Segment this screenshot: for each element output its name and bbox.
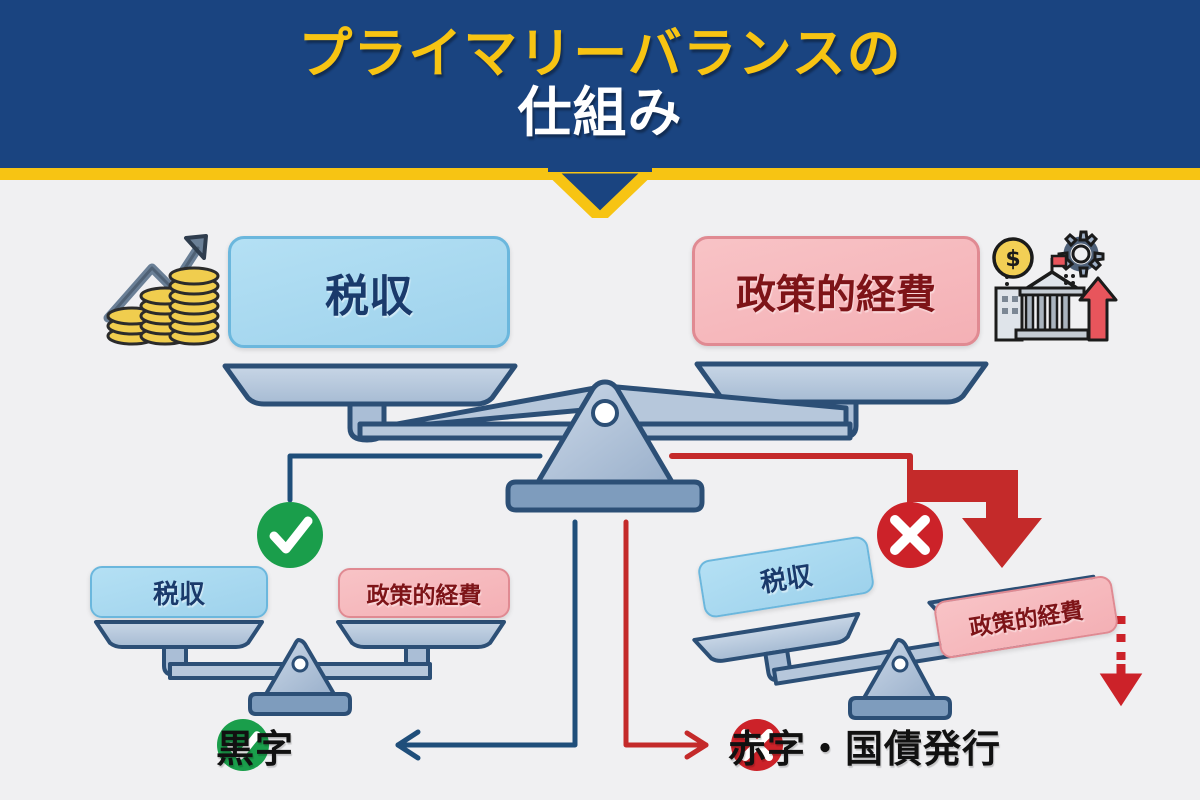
- left-branch-left-pan: [94, 620, 264, 649]
- result-deficit-label: 赤字・国債発行: [728, 727, 1002, 771]
- result-deficit: 赤字・国債発行: [728, 718, 1001, 773]
- result-surplus: 黒字: [216, 718, 294, 773]
- main-scale-base: [505, 479, 705, 513]
- connector-deficit-arrow: [623, 519, 709, 760]
- coin-stack-growth-icon: [103, 234, 220, 346]
- main-scale-right-pan: [694, 361, 989, 441]
- header-banner: [0, 0, 1200, 168]
- right-branch-left-pan: [692, 611, 861, 663]
- main-scale-fulcrum: [535, 379, 675, 485]
- connector-left-branch: [287, 453, 543, 503]
- title-line-1: プライマリーバランスの: [298, 22, 902, 86]
- header-pointer-notch: [548, 168, 652, 218]
- right-branch-tax-box: 税収: [696, 534, 876, 620]
- right-branch-fulcrum: [862, 638, 936, 700]
- left-branch-right-pan: [336, 620, 506, 649]
- connector-surplus-arrow: [395, 519, 578, 761]
- title-line-2: 仕組み: [517, 81, 683, 144]
- x-circle-icon: [877, 502, 943, 568]
- result-surplus-label: 黒字: [216, 727, 295, 771]
- left-branch-fulcrum: [264, 638, 336, 696]
- left-branch-beam: [168, 662, 432, 680]
- right-branch-base: [848, 696, 952, 720]
- page-title: プライマリーバランスの 仕組み: [0, 0, 1200, 168]
- main-scale-expense-box: 政策的経費: [692, 236, 980, 346]
- main-scale-pivot: [591, 399, 619, 427]
- main-scale-left-pan: [222, 363, 518, 443]
- right-branch-expense-box: 政策的経費: [932, 574, 1120, 660]
- main-balance-scale: [222, 361, 989, 513]
- check-circle-icon: [257, 502, 323, 568]
- left-branch-expense-box: 政策的経費: [338, 568, 510, 618]
- left-branch-scale: [94, 620, 506, 716]
- left-branch-tax-box: 税収: [90, 566, 268, 618]
- left-branch-base: [248, 692, 352, 716]
- main-scale-beam: [361, 383, 849, 433]
- government-finance-icon: $: [992, 230, 1118, 342]
- red-down-arrow-icon: [910, 470, 1042, 568]
- main-scale-tax-box: 税収: [228, 236, 510, 348]
- svg-text:$: $: [1005, 247, 1020, 272]
- connector-right-branch: [669, 453, 913, 505]
